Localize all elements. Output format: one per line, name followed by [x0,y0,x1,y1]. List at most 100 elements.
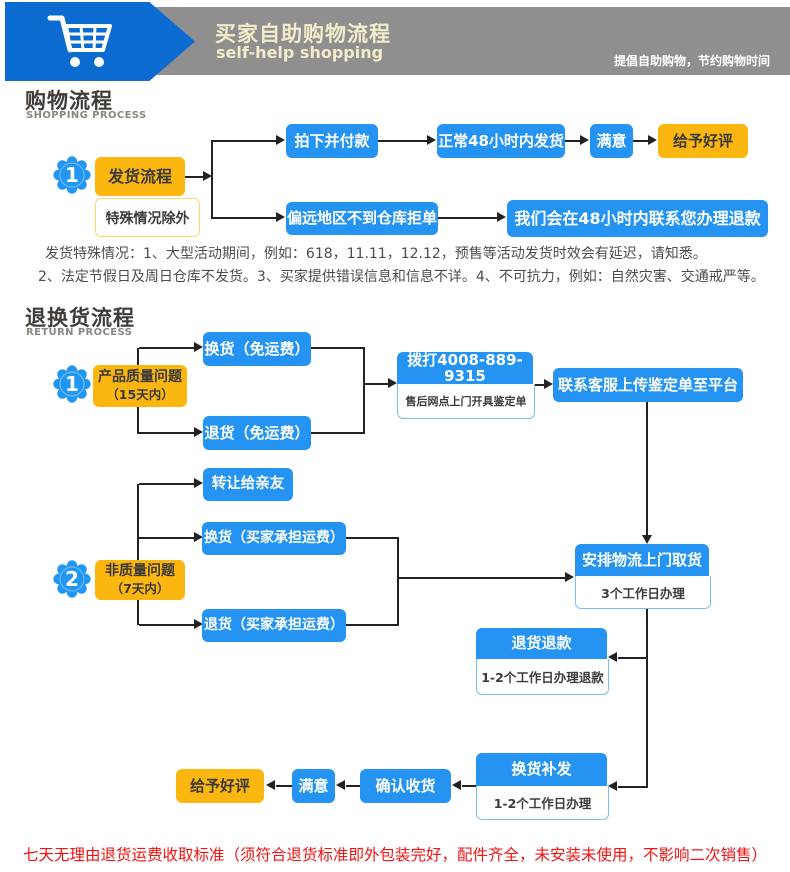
connector [185,176,203,178]
node-exchange-free: 换货（免运费） [203,332,311,366]
note-onsite-certificate: 售后网点上门开具鉴定单 [397,384,535,419]
connector [399,577,565,579]
section-return-title: 退换货流程 [25,306,135,330]
arrowhead-down [642,535,652,544]
connector [211,140,213,219]
node-place-order-pay: 拍下并付款 [286,124,378,158]
connector [378,140,427,142]
seal-badge-icon [53,365,91,403]
connector [363,347,365,434]
connector [633,140,648,142]
non-quality-window: （7天内） [110,580,170,596]
node-satisfied: 满意 [590,124,633,158]
arrowhead [427,135,436,145]
header-title: 买家自助购物流程 [215,22,391,46]
arrowhead [580,135,589,145]
connector [139,347,194,349]
shipping-note-line1: 发货特殊情况：1、大型活动期间，例如：618，11.11，12.12，预售等活动… [45,246,707,262]
non-quality-title: 非质量问题 [105,563,175,580]
connector [618,657,646,659]
node-transfer-to-friend: 转让给亲友 [203,468,293,501]
seal-badge-icon [53,560,91,598]
node-exchange-reship: 换货补发 [476,753,607,786]
node-confirm-receipt: 确认收货 [360,769,451,803]
section-shopping-title: 购物流程 [25,89,113,113]
node-exchange-buyer-pays: 换货（买家承担运费） [202,522,346,555]
connector [346,537,399,539]
return-badge-1: 1 [52,364,92,404]
node-satisfied-2: 满意 [292,769,335,803]
arrowhead [497,212,506,222]
node-upload-certificate: 联系客服上传鉴定单至平台 [553,368,743,402]
node-return-buyer-pays: 退货（买家承担运费） [202,609,346,642]
node-ship-48h: 正常48小时内发货 [437,124,565,158]
shipping-note-line2: 2、法定节假日及周日仓库不发货。3、买家提供错误信息和信息不详。4、不可抗力，例… [38,269,765,285]
arrowhead [276,212,285,222]
arrowhead-left [608,652,617,662]
connector [139,624,194,626]
badge-number: 1 [65,163,79,187]
connector [346,624,399,626]
node-good-review-2: 给予好评 [176,769,264,803]
node-call-hotline: 拨打4008-889-9315 [397,351,533,384]
node-arrange-pickup: 安排物流上门取货 [575,544,709,576]
connector [139,537,194,539]
arrowhead [388,378,397,388]
quality-issue-title: 产品质量问题 [98,369,182,386]
node-remote-area-reject: 偏远地区不到仓库拒单 [286,202,438,235]
arrowhead [544,379,553,389]
node-quality-issue: 产品质量问题 （15天内） [93,365,187,407]
arrowhead-left [336,780,345,790]
connector [438,217,497,219]
seal-badge-icon [53,156,91,194]
connector [311,432,365,434]
arrowhead [194,478,203,488]
note-reship-days: 1-2个工作日办理 [476,786,609,820]
badge-number: 1 [65,372,79,396]
connector [137,484,139,625]
note-special-cases: 特殊情况除外 [95,198,200,237]
note-pickup-days: 3个工作日办理 [575,576,711,609]
connector [646,402,648,535]
node-shipping-process: 发货流程 [95,157,185,196]
arrowhead-left [452,780,461,790]
connector [646,608,648,788]
arrowhead-left [266,780,275,790]
connector [462,785,476,787]
connector [565,140,580,142]
section-shopping-subtitle: SHOPPING PROCESS [26,110,147,121]
node-non-quality-issue: 非质量问题 （7天内） [95,560,185,600]
shopping-cart-icon [47,15,112,67]
badge-number: 2 [65,567,79,591]
header-subtitle: self-help shopping [216,43,384,62]
connector [397,537,399,626]
arrowhead-left [608,781,617,791]
arrowhead [194,619,203,629]
connector [212,217,276,219]
shipping-notes: 发货特殊情况：1、大型活动期间，例如：618，11.11，12.12，预售等活动… [38,243,782,289]
node-good-review: 给予好评 [658,124,748,158]
node-return-free: 退货（免运费） [203,416,311,450]
connector [533,384,544,386]
connector [365,383,388,385]
connector [212,140,276,142]
arrowhead [648,135,657,145]
note-refund-days: 1-2个工作日办理退款 [476,659,609,695]
arrowhead [194,427,203,437]
quality-issue-window: （15天内） [106,386,174,402]
node-refund-contact-48h: 我们会在48小时内联系您办理退款 [507,200,768,237]
step-badge-1: 1 [52,155,92,195]
arrowhead [194,532,203,542]
arrowhead [203,171,212,181]
connector [311,347,365,349]
connector [139,483,194,485]
arrowhead [276,135,285,145]
return-badge-2: 2 [52,559,92,599]
footer-return-policy: 七天无理由退货运费收取标准（须符合退货标准即外包装完好，配件齐全，未安装未使用，… [22,846,767,864]
arrowhead [565,572,574,582]
connector [618,786,646,788]
connector [276,785,292,787]
connector [139,432,194,434]
section-return-subtitle: RETURN PROCESS [26,327,133,338]
